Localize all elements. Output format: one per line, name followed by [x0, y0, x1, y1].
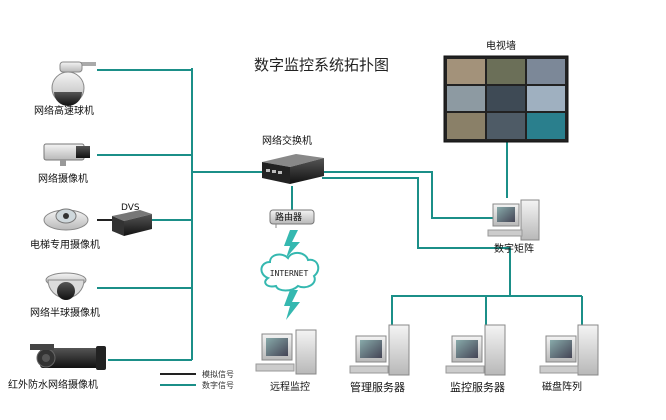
mgmt-server-label: 管理服务器 — [350, 381, 405, 394]
ir-camera-label: 红外防水网络摄像机 — [8, 380, 98, 391]
switch-label: 网络交换机 — [262, 136, 312, 147]
monitor-server-label: 监控服务器 — [450, 381, 505, 394]
router-label: 路由器 — [275, 213, 303, 223]
legend-analog-label: 模拟信号 — [202, 370, 234, 379]
network-switch-icon — [262, 154, 324, 184]
network-camera-label: 网络摄像机 — [38, 174, 88, 185]
speed-dome-icon — [51, 61, 96, 106]
elevator-camera-icon — [43, 208, 89, 231]
monitor-server-computer-icon — [445, 324, 506, 376]
internet-cloud-icon: INTERNET — [260, 252, 320, 292]
internet-label: INTERNET — [270, 269, 309, 278]
dvs-icon — [112, 210, 152, 236]
elevator-camera-label: 电梯专用摄像机 — [30, 240, 100, 251]
mgmt-server-computer-icon — [349, 324, 410, 376]
speed-dome-label: 网络高速球机 — [34, 106, 94, 117]
lightning-icon — [284, 230, 300, 320]
disk-array-label: 磁盘阵列 — [542, 382, 582, 393]
matrix-computer-icon — [487, 199, 540, 241]
dvs-label: DVS — [121, 203, 140, 213]
video-wall-icon — [443, 55, 569, 143]
server-bus-drop — [391, 248, 511, 325]
router-icon — [269, 209, 315, 228]
disk-array-computer-icon — [539, 324, 599, 376]
legend-digital-label: 数字信号 — [202, 381, 234, 390]
matrix-label: 数字矩阵 — [494, 244, 534, 255]
video-wall-label: 电视墙 — [486, 41, 516, 52]
network-camera-icon — [43, 143, 90, 166]
switch-server-line-1 — [322, 177, 510, 249]
remote-monitor-computer-icon — [255, 329, 317, 375]
diagram-title: 数字监控系统拓扑图 — [254, 56, 390, 74]
ir-camera-icon — [30, 344, 106, 370]
remote-monitor-label: 远程监控 — [270, 382, 310, 393]
digital-lines — [97, 68, 583, 361]
switch-matrix-line — [322, 171, 493, 219]
half-dome-label: 网络半球摄像机 — [30, 308, 100, 319]
half-dome-icon — [45, 272, 87, 300]
